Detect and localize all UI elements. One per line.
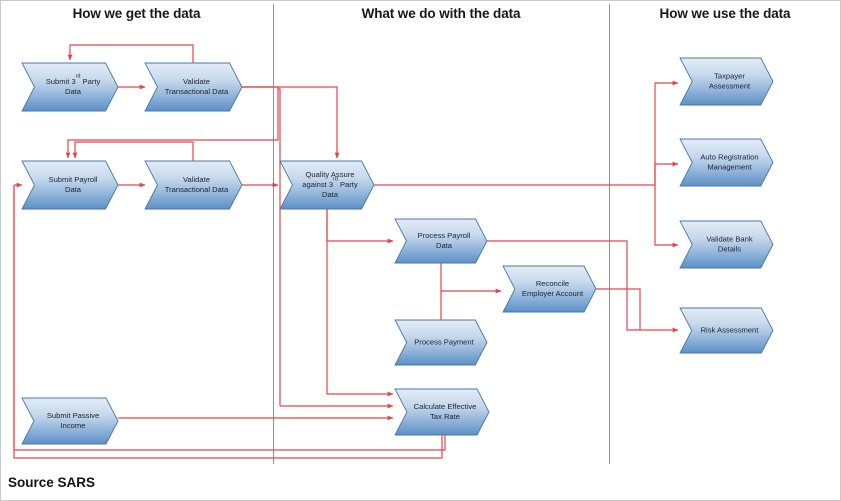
- swimlane-title-get: How we get the data: [72, 6, 201, 21]
- divider-get-do: [273, 4, 274, 464]
- connector-right-feed-auto-reg: [654, 161, 679, 185]
- swimlane-title-do: What we do with the data: [361, 6, 521, 21]
- node-label-line: Employer Account: [522, 289, 584, 298]
- swimlane-title-use: How we use the data: [659, 6, 791, 21]
- connector-right-feed-taxpayer: [654, 80, 679, 185]
- connector-tax-rate-down-loop: [13, 185, 443, 459]
- connector-quality-assure-down-to-payroll: [326, 209, 394, 244]
- node-label-line: Management: [707, 163, 752, 172]
- node-label-line: Quality Assure: [306, 170, 355, 179]
- node-shape: [679, 57, 774, 106]
- node-label-line: Submit 3rd Party: [46, 74, 101, 86]
- node-label-line: Auto Registration: [700, 153, 758, 162]
- node-label-line: Details: [718, 245, 741, 254]
- node-label-line: Data: [65, 87, 82, 96]
- node-label-line: Submit Passive: [47, 411, 99, 420]
- nodes-layer: Submit 3rd PartyDataValidateTransactiona…: [21, 57, 774, 445]
- node-label-line: Process Payroll: [418, 231, 471, 240]
- connector-quality-lane-vertical: [278, 88, 281, 406]
- node-label-line: Data: [322, 190, 339, 199]
- divider-do-use: [609, 4, 610, 464]
- node-label-line: Risk Assessment: [701, 326, 760, 335]
- node-label-line: Reconcile: [536, 279, 569, 288]
- connector-reconcile-to-right: [596, 288, 641, 330]
- connector-validate1-out-right: [242, 86, 279, 141]
- node-label-line: Assessment: [709, 82, 751, 91]
- node-label-line: Tax Rate: [430, 412, 460, 421]
- node-label-line: Process Payment: [414, 338, 474, 347]
- node-shape: [279, 160, 375, 210]
- node-shape: [394, 319, 488, 366]
- connector-validate2-feedback-to-payroll: [72, 141, 194, 161]
- node-shape: [144, 160, 243, 210]
- node-label-line: Taxpayer: [714, 72, 745, 81]
- connector-validate1-to-quality-assure: [242, 86, 340, 159]
- node-risk-assessment[interactable]: Risk Assessment: [679, 307, 774, 354]
- node-shape: [679, 220, 774, 269]
- node-process-payment[interactable]: Process Payment: [394, 319, 488, 366]
- node-shape: [21, 62, 119, 112]
- source-label: Source SARS: [8, 475, 96, 490]
- node-label-line: Calculate Effective: [414, 402, 477, 411]
- node-shape: [394, 218, 488, 264]
- connectors-layer: [13, 44, 679, 459]
- node-label-line: Submit Payroll: [49, 175, 98, 184]
- node-label-line: Transactional Data: [165, 185, 229, 194]
- node-shape: [502, 265, 597, 313]
- node-shape: [394, 388, 490, 436]
- connector-validate1-feedback-to-submit3rd: [67, 44, 194, 63]
- node-label-line: Income: [61, 421, 86, 430]
- node-label-line: Validate Bank: [706, 235, 752, 244]
- node-shape: [21, 160, 119, 210]
- node-label-line: against 3rd Party: [302, 177, 358, 189]
- node-label-line: Data: [436, 241, 453, 250]
- node-shape: [679, 138, 774, 187]
- connector-quality-assure-down-to-tax: [326, 209, 394, 397]
- connector-process-payroll-down: [440, 263, 502, 294]
- node-label-line: Validate: [183, 175, 210, 184]
- node-label-line: Validate: [183, 77, 210, 86]
- node-shape: [144, 62, 243, 112]
- connector-lane-feedback-to-payroll: [65, 139, 258, 159]
- node-shape: [21, 397, 119, 445]
- connector-right-feed-validate-bank: [654, 185, 679, 248]
- node-label-line: Transactional Data: [165, 87, 229, 96]
- node-shape: [679, 307, 774, 354]
- connector-process-payroll-to-right: [487, 240, 679, 333]
- node-label-line: Data: [65, 185, 82, 194]
